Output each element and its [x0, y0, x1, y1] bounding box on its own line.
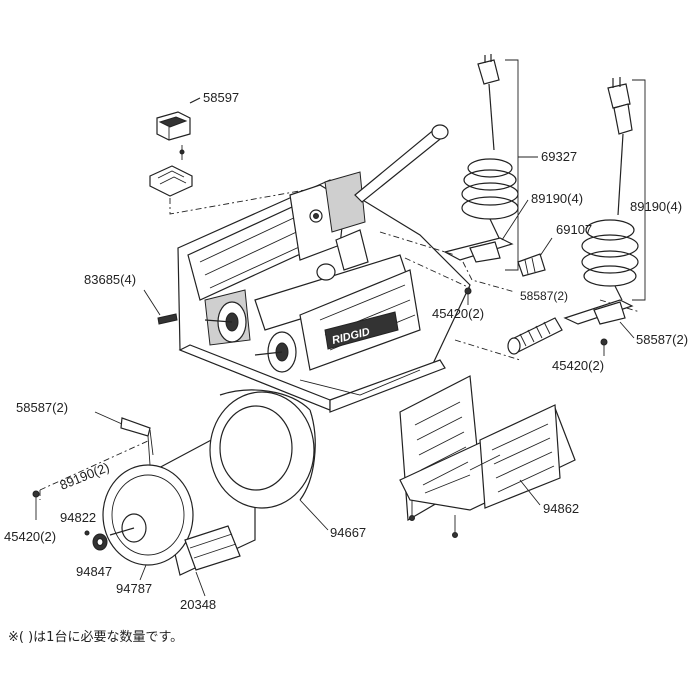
label-58587-center: 58587(2)	[520, 289, 568, 303]
label-94847: 94847	[76, 564, 112, 579]
power-cord-right	[563, 77, 646, 325]
motor-cover-94667	[209, 389, 329, 531]
strain-relief	[507, 317, 563, 355]
switch-part	[149, 97, 201, 197]
label-58587-right: 58587(2)	[636, 332, 688, 347]
screw-45420-center	[464, 287, 472, 295]
quantity-footnote: ※( )は1台に必要な数量です。	[8, 630, 184, 645]
wire-terminal-left	[39, 411, 154, 500]
label-94667: 94667	[330, 525, 366, 540]
label-69327: 69327	[541, 149, 577, 164]
pinion-94847	[92, 533, 108, 551]
connector-69107	[517, 237, 553, 277]
label-89190-left: 89190(2)	[58, 459, 112, 492]
power-cord-center	[443, 54, 538, 271]
key-94822	[84, 530, 90, 536]
leader-switch	[169, 189, 306, 215]
label-45420-center: 45420(2)	[432, 306, 484, 321]
label-94822: 94822	[60, 510, 96, 525]
label-69107: 69107	[556, 222, 592, 237]
machine-body: RIDGID	[177, 124, 471, 413]
label-89190-r2: 89190(4)	[630, 199, 682, 214]
label-45420-right: 45420(2)	[552, 358, 604, 373]
guard-94862	[399, 375, 576, 538]
screw-45420-left	[32, 490, 40, 498]
label-20348: 20348	[180, 597, 216, 612]
leader-89190-r1	[501, 199, 529, 241]
label-58587-left: 58587(2)	[16, 400, 68, 415]
label-94862: 94862	[543, 501, 579, 516]
label-58597: 58597	[203, 90, 239, 105]
leader-center-58587	[462, 261, 516, 293]
bolt-83685	[143, 289, 178, 325]
label-83685: 83685(4)	[84, 272, 136, 287]
label-94787: 94787	[116, 581, 152, 596]
screw-45420-right	[600, 338, 608, 346]
label-45420-left: 45420(2)	[4, 529, 56, 544]
motor	[102, 429, 256, 576]
label-89190-r1: 89190(4)	[531, 191, 583, 206]
